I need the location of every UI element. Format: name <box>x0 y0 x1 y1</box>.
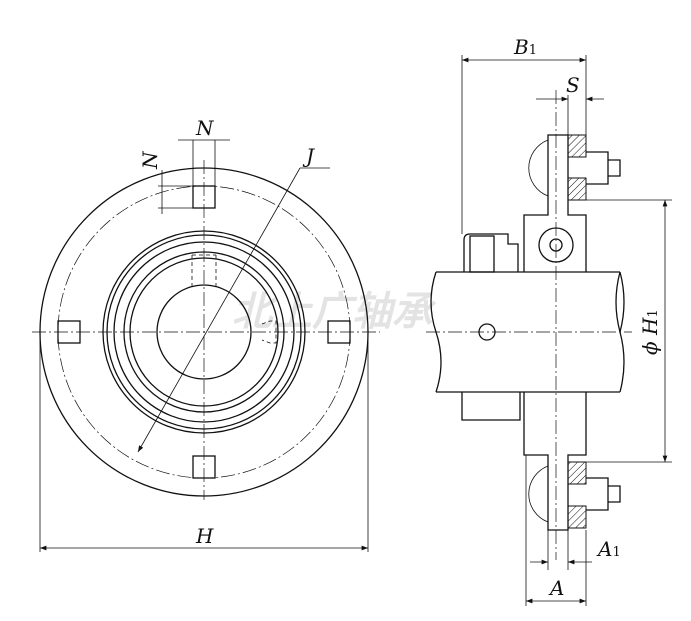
dim-S: S <box>566 73 580 97</box>
dim-phi-H1: ϕ H1 <box>638 309 662 355</box>
watermark: 北上广轴承 <box>232 289 437 335</box>
dim-N-side: N <box>138 150 162 170</box>
dim-B1: B1 <box>513 35 537 59</box>
bore-circle <box>156 284 252 380</box>
side-view: B1 S ϕ H1 A1 A <box>426 35 672 606</box>
front-view: N N J H <box>32 116 380 552</box>
dim-J: J <box>302 144 315 168</box>
dim-H: H <box>195 524 214 548</box>
dim-N-top: N <box>195 116 215 140</box>
dim-A: A <box>548 576 564 600</box>
dim-A1: A1 <box>596 537 621 561</box>
